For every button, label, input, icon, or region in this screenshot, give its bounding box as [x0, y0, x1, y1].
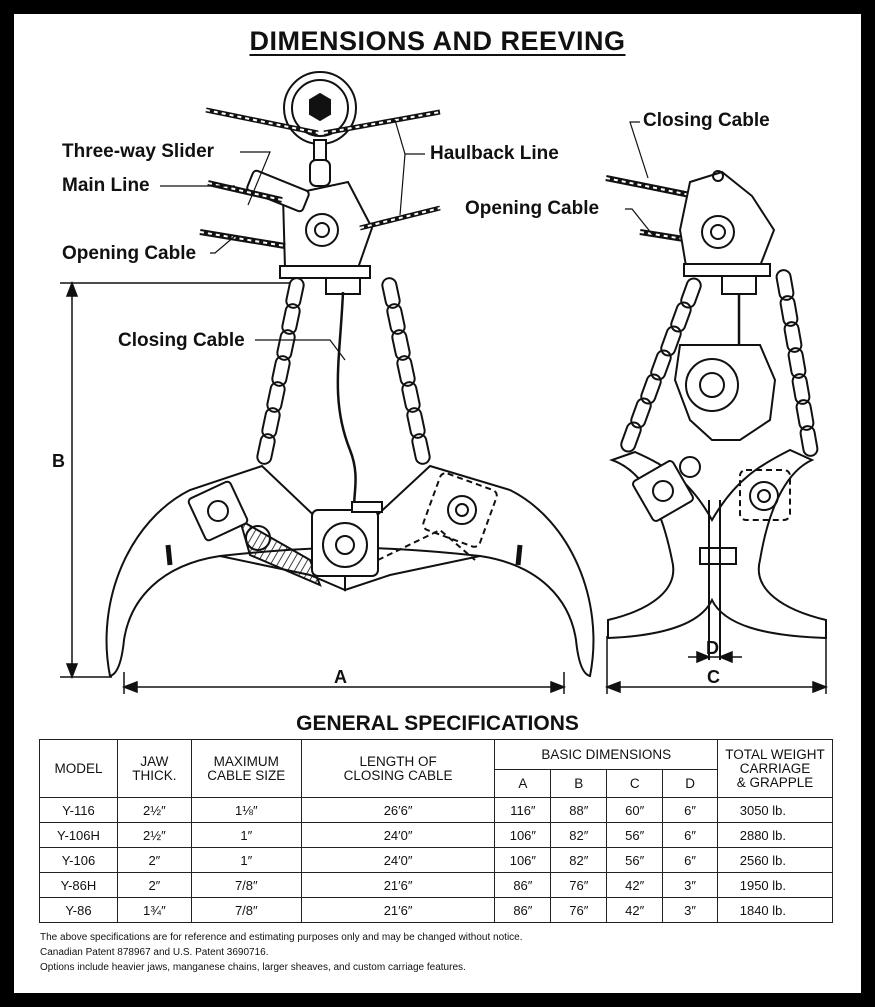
three-way-slider-label: Three-way Slider	[62, 141, 215, 162]
dimension-d-arrow	[688, 650, 742, 664]
page-title: DIMENSIONS AND REEVING	[249, 26, 626, 56]
dim-c-cell: 60″	[606, 797, 664, 823]
jaw-cell: 1¾″	[116, 897, 192, 923]
dim-a-cell: 86″	[494, 872, 552, 898]
table-row: Y-106 2″ 1″ 24′0″ 106″ 82″ 56″ 6″ 2560 l…	[39, 847, 833, 873]
left-chain	[256, 277, 305, 465]
model-cell: Y-86	[39, 897, 118, 923]
weight-cell: 2560 lb.	[717, 847, 833, 873]
side-opening-cable-label: Opening Cable	[465, 198, 600, 219]
table-row: Y-106H 2½″ 1″ 24′0″ 106″ 82″ 56″ 6″ 2880…	[39, 822, 833, 848]
dim-c-cell: 56″	[606, 847, 664, 873]
dim-d-cell: 6″	[662, 797, 719, 823]
cable-size-cell: 7/8″	[190, 897, 302, 923]
cable-size-cell: 7/8″	[190, 872, 302, 898]
dim-c-cell: 56″	[606, 822, 664, 848]
cable-size-cell: 1″	[190, 822, 302, 848]
cable-length-cell: 26′6″	[300, 797, 496, 823]
dim-b-cell: 82″	[550, 822, 608, 848]
dim-d-cell: 3″	[662, 897, 719, 923]
footnote-options: Options include heavier jaws, manganese …	[40, 962, 466, 973]
dimension-a-label: A	[334, 667, 347, 687]
dim-b-cell: 76″	[550, 897, 608, 923]
dim-c-cell: 42″	[606, 897, 664, 923]
dim-a-cell: 86″	[494, 897, 552, 923]
table-row: Y-86H 2″ 7/8″ 21′6″ 86″ 76″ 42″ 3″ 1950 …	[39, 872, 833, 898]
dim-d-cell: 6″	[662, 847, 719, 873]
side-view	[604, 121, 829, 694]
side-grapple-body	[607, 344, 827, 660]
dim-d-cell: 6″	[662, 822, 719, 848]
dimension-b-arrow	[60, 280, 290, 680]
side-carriage-block	[678, 170, 776, 295]
dim-c-cell: 42″	[606, 872, 664, 898]
model-cell: Y-106	[39, 847, 118, 873]
carriage-block	[246, 169, 374, 295]
weight-cell: 1950 lb.	[717, 872, 833, 898]
dimension-c-label: C	[707, 667, 720, 687]
jaw-cell: 2½″	[116, 797, 192, 823]
main-line-label: Main Line	[62, 175, 150, 196]
dim-b-cell: 88″	[550, 797, 608, 823]
jaw-cell: 2½″	[116, 822, 192, 848]
specifications-title: GENERAL SPECIFICATIONS	[296, 712, 579, 735]
header-dim-d: D	[662, 769, 719, 798]
weight-cell: 2880 lb.	[717, 822, 833, 848]
model-cell: Y-106H	[39, 822, 118, 848]
cable-size-cell: 1⅛″	[190, 797, 302, 823]
cable-length-cell: 21′6″	[300, 897, 496, 923]
jaw-cell: 2″	[116, 872, 192, 898]
closing-cable-label: Closing Cable	[118, 330, 245, 351]
jaw-cell: 2″	[116, 847, 192, 873]
top-sheave-icon	[283, 71, 357, 187]
model-cell: Y-116	[39, 797, 118, 823]
footnotes: The above specifications are for referen…	[40, 930, 523, 975]
side-right-chain	[775, 269, 819, 457]
side-closing-cable-label: Closing Cable	[643, 110, 770, 131]
right-chain	[381, 277, 431, 465]
dimension-b-label: B	[52, 451, 65, 471]
haulback-cable	[205, 107, 441, 136]
weight-cell: 1840 lb.	[717, 897, 833, 923]
front-view	[60, 71, 595, 694]
side-left-chain	[620, 277, 702, 453]
weight-cell: 3050 lb.	[717, 797, 833, 823]
dim-d-cell: 3″	[662, 872, 719, 898]
footnote-patents: Canadian Patent 878967 and U.S. Patent 3…	[40, 947, 269, 958]
dim-a-cell: 106″	[494, 847, 552, 873]
table-row: Y-116 2½″ 1⅛″ 26′6″ 116″ 88″ 60″ 6″ 3050…	[39, 797, 833, 823]
header-model: MODEL	[39, 739, 118, 798]
model-cell: Y-86H	[39, 872, 118, 898]
dimension-c-arrow	[604, 636, 829, 694]
cable-size-cell: 1″	[190, 847, 302, 873]
cable-length-cell: 24′0″	[300, 847, 496, 873]
grapple-diagram	[60, 71, 829, 694]
header-dim-b: B	[550, 769, 608, 798]
header-dim-c: C	[606, 769, 664, 798]
closing-cable	[336, 291, 358, 516]
footnote-disclaimer: The above specifications are for referen…	[40, 932, 523, 943]
table-row: Y-86 1¾″ 7/8″ 21′6″ 86″ 76″ 42″ 3″ 1840 …	[39, 897, 833, 923]
dim-a-cell: 106″	[494, 822, 552, 848]
header-basic-dimensions: BASIC DIMENSIONS	[494, 739, 719, 770]
haulback-line-label: Haulback Line	[430, 143, 559, 164]
cable-length-cell: 24′0″	[300, 822, 496, 848]
dimension-a-arrow	[121, 672, 567, 694]
dim-b-cell: 82″	[550, 847, 608, 873]
dimension-d-label: D	[706, 638, 719, 658]
header-dim-a: A	[494, 769, 552, 798]
dim-a-cell: 116″	[494, 797, 552, 823]
grapple-jaws	[105, 464, 595, 678]
opening-cable-label: Opening Cable	[62, 243, 197, 264]
dim-b-cell: 76″	[550, 872, 608, 898]
cable-length-cell: 21′6″	[300, 872, 496, 898]
